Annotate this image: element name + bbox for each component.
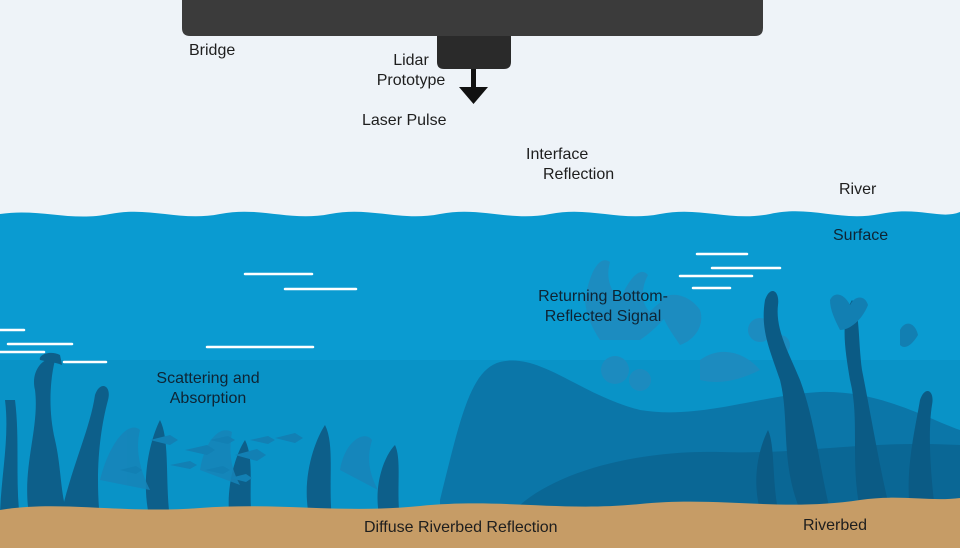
scattering-label-line2: Absorption: [169, 390, 247, 407]
coral-icon: [585, 260, 790, 391]
light-streaks: [0, 252, 782, 364]
lidar-device-icon: [437, 36, 511, 69]
riverbed: [0, 497, 960, 548]
lidar-label-line2: Prototype: [376, 72, 446, 89]
river-surface-label-line2: Surface: [833, 227, 889, 244]
riverbed-label: Riverbed: [803, 517, 868, 534]
bridge-deck: [182, 0, 763, 36]
seaweed-icon: [0, 352, 400, 520]
arrow-down-icon: [459, 69, 488, 104]
laser-pulse-label: Laser Pulse: [362, 112, 447, 129]
scattering-label-line1: Scattering and: [156, 370, 260, 387]
river-surface-label-line1: River: [839, 181, 877, 198]
fish-school-icon: [120, 433, 303, 482]
returning-signal-label: Returning Bottom- Reflected Signal: [518, 287, 688, 327]
coral-icon: [100, 427, 378, 490]
lidar-prototype-label: Lidar Prototype: [356, 51, 466, 91]
returning-signal-label-line2: Reflected Signal: [544, 308, 662, 325]
diffuse-riverbed-reflection-label: Diffuse Riverbed Reflection: [364, 519, 558, 536]
coral-icon: [830, 294, 918, 347]
lidar-label-line1: Lidar: [393, 52, 429, 69]
seaweed-icon: [756, 290, 935, 510]
scattering-absorption-label: Scattering and Absorption: [138, 369, 278, 409]
bridge-label: Bridge: [189, 42, 236, 59]
returning-signal-label-line1: Returning Bottom-: [538, 288, 668, 305]
underwater-hill-right: [520, 443, 960, 510]
interface-reflection-label-line1: Interface: [526, 146, 589, 163]
interface-reflection-label-line2: Reflection: [543, 166, 615, 183]
